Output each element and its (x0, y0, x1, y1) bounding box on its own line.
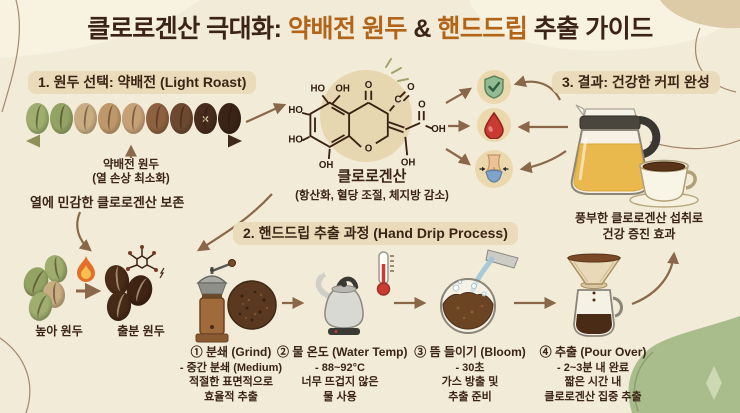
molecule-name: 클로로겐산 (337, 168, 407, 185)
atom-label: OH (319, 160, 334, 171)
atom-label: O (365, 144, 373, 155)
step-water-temp: ② 물 온도 (Water Temp) - 88~92°C 너무 뜨겁지 않은 … (277, 345, 408, 404)
pointer-label-line2: (열 손상 최소화) (92, 172, 170, 185)
step-pour-over-line2: 짧은 시간 내 (564, 376, 622, 389)
coffee-bean (74, 103, 97, 134)
step-pour-over: ④ 추출 (Pour Over) - 2~3분 내 완료 짧은 시간 내 클로로… (530, 345, 656, 404)
section3-caption: 풍부한 클로로겐산 섭취로 건강 증진 효과 (556, 211, 722, 242)
pointer-label-line1: 약배전 원두 (102, 159, 160, 171)
atom-label: HO (311, 84, 326, 95)
bloom-bowl-illustration (440, 249, 519, 334)
step-pour-over-line3: 클로로겐산 집중 추출 (544, 390, 642, 403)
molecule-benefits: (항산화, 혈당 조절, 체지방 감소) (295, 190, 449, 202)
step-water-temp-line3: 물 사용 (323, 390, 357, 403)
molecule-doodle-icon (126, 245, 165, 279)
thermometer-icon (376, 251, 394, 296)
title-segment: 추출 가이드 (527, 15, 653, 43)
coffee-bean (170, 103, 193, 134)
step-grind-line2: 적절한 표면적으로 (188, 376, 273, 389)
step-grind: ① 분쇄 (Grind) - 중간 분쇄 (Medium) 적절한 표면적으로 … (168, 345, 294, 404)
step-water-temp-line1: - 88~92°C (315, 361, 365, 374)
section1-header: 1. 원두 선택: 약배전 (Light Roast) (28, 71, 257, 94)
atom-label: HO (288, 134, 303, 145)
title-segment: 클로로겐산 극대화: (87, 15, 288, 43)
coffee-pot-illustration (570, 104, 661, 195)
title-segment-accent: 핸드드립 (437, 15, 528, 43)
coffee-bean (122, 103, 145, 134)
atom-label: HO (288, 105, 303, 116)
step-bloom-line2: 가스 방출 및 (441, 376, 499, 389)
title-segment: & (406, 15, 438, 43)
section3-caption-line2: 건강 증진 효과 (602, 226, 676, 241)
coffee-bean (50, 103, 73, 134)
gooseneck-kettle-illustration (315, 272, 364, 335)
waist-glyph (479, 154, 509, 183)
fire-icon (77, 256, 95, 282)
atom-label: O (365, 80, 373, 91)
atom-label: OH (431, 124, 446, 135)
waist-slim-icon (475, 150, 513, 188)
molecule-background-circle (320, 70, 412, 162)
section3-caption-line1: 풍부한 클로로겐산 섭취로 (574, 211, 704, 225)
roast-level-beans: × (26, 103, 241, 134)
coffee-grounds-illustration (227, 280, 277, 330)
step-bloom-title: ③ 뜸 들이기 (Bloom) (414, 345, 526, 359)
molecule-caption: 클로로겐산 (항산화, 혈당 조절, 체지방 감소) (292, 165, 452, 203)
atom-label: OH (335, 84, 350, 95)
atom-label: O (407, 82, 415, 93)
coffee-bean (26, 103, 49, 134)
step-bloom-line1: - 30초 (455, 361, 485, 374)
step-grind-line1: - 중간 분쇄 (Medium) (179, 361, 283, 374)
roast-pointer-label: 약배전 원두 (열 손상 최소화) (81, 159, 181, 187)
step-pour-over-line1: - 2~3분 내 완료 (557, 361, 629, 374)
shield-check-glyph (484, 75, 504, 99)
atom-label: C (394, 95, 401, 106)
section3-header: 3. 결과: 건강한 커피 완성 (552, 71, 720, 94)
coffee-bean (218, 103, 241, 134)
section1-note: 열에 민감한 클로로겐산 보존 (30, 195, 185, 210)
roasted-bean-label: 출분 원두 (117, 324, 165, 338)
coffee-bean (146, 103, 169, 134)
blood-drop-icon (477, 108, 511, 142)
title-segment-accent: 약배전 원두 (287, 15, 407, 43)
step-bloom-line3: 추출 준비 (448, 390, 492, 403)
chlorogenic-acid-molecule: HO OH O HO HO OH O C O O OH OH (288, 80, 446, 171)
coffee-grinder-illustration (195, 259, 236, 343)
atom-label: OH (401, 157, 416, 168)
page-title: 클로로겐산 극대화: 약배전 원두 & 핸드드립 추출 가이드 (0, 9, 740, 45)
step-pour-over-title: ④ 추출 (Pour Over) (539, 345, 647, 359)
coffee-bean: × (194, 103, 217, 134)
atom-label: O (418, 99, 426, 110)
pour-over-dripper-illustration (566, 253, 623, 337)
green-bean-label: 높아 원두 (35, 324, 83, 338)
step-water-temp-title: ② 물 온도 (Water Temp) (277, 345, 408, 359)
step-water-temp-line2: 너무 뜨겁지 않은 (301, 376, 379, 389)
coffee-bean (98, 103, 121, 134)
step-grind-title: ① 분쇄 (Grind) (190, 345, 272, 359)
droplet-glyph (484, 111, 504, 139)
step-grind-line3: 효율적 추출 (204, 390, 258, 403)
coffee-cup-illustration (629, 159, 699, 208)
antioxidant-shield-icon (477, 70, 511, 104)
step-bloom: ③ 뜸 들이기 (Bloom) - 30초 가스 방출 및 추출 준비 (407, 345, 533, 404)
section2-header: 2. 핸드드립 추출 과정 (Hand Drip Process) (233, 222, 518, 245)
